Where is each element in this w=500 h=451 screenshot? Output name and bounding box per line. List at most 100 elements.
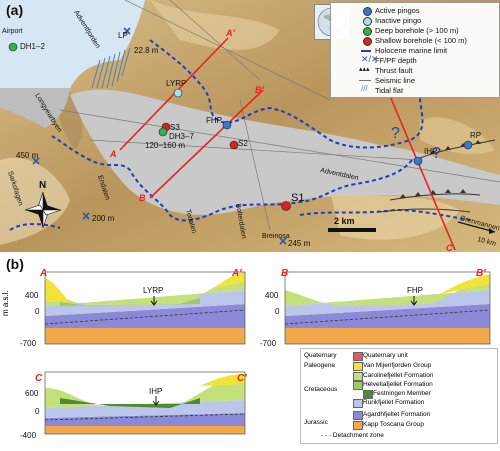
- svg-text:B: B: [281, 268, 288, 279]
- legend-shallow-borehole: Shallow borehole (< 100 m): [363, 36, 467, 46]
- unit-van-mijenfjorden: Van Mijenfjorden Group: [353, 362, 431, 371]
- s1-borehole: [281, 201, 291, 211]
- svg-text:0: 0: [275, 307, 280, 316]
- age-cretaceous: Cretaceous: [304, 386, 338, 393]
- a-kapp-toscana: [45, 328, 245, 344]
- label-profile-c: C: [446, 243, 453, 252]
- valley-floor: [70, 89, 500, 215]
- age-paleogene: Paleogene: [304, 362, 336, 369]
- profile-b-section: [284, 271, 491, 345]
- site-markers: [8, 42, 473, 211]
- svg-text:C′: C′: [237, 373, 247, 384]
- label-profile-b: B: [139, 193, 146, 203]
- label-245: 245 m: [288, 239, 311, 248]
- active-pingo-symbol: [363, 7, 372, 16]
- s2-borehole: [229, 140, 239, 150]
- marine-limit-symbol: [361, 50, 371, 52]
- tidal-flat-hatch: [91, 47, 131, 89]
- scale-label: 2 km: [334, 216, 355, 226]
- thrust-fault-icon: ▴▴▴: [359, 66, 370, 73]
- svg-text:0: 0: [35, 407, 40, 416]
- legend-deep-borehole: Deep borehole (> 100 m): [363, 26, 459, 36]
- tidal-flat-icon: ///: [361, 84, 368, 93]
- profiles-svg: m a.s.l. 400 0 -700 400 0 -700 600 0 -40…: [1, 268, 491, 440]
- svg-text:FHP: FHP: [407, 286, 423, 295]
- dh12-borehole: [8, 42, 18, 52]
- svg-text:-700: -700: [260, 339, 277, 348]
- a-agardhfjellet: [45, 304, 245, 328]
- label-lyrp: LYRP: [166, 79, 186, 88]
- label-dh12: DH1–2: [20, 42, 45, 51]
- label-profile-a: A: [109, 149, 117, 159]
- ff-pf-depth-markers: [32, 27, 287, 245]
- inactive-pingo-symbol: [363, 17, 372, 26]
- holocene-marine-limit: [9, 39, 424, 231]
- profile-tick-labels: 400 0 -700 400 0 -700 600 0 -400: [20, 291, 280, 440]
- profile-line-b: [149, 89, 264, 199]
- question-mark-1: ?: [391, 125, 400, 142]
- label-profile-b-prime: B′: [255, 85, 264, 95]
- label-lp-depth: 22.8 m: [134, 46, 159, 55]
- legend-seismic-line: Seismic line: [359, 76, 415, 85]
- stratigraphy-legend: Quaternary Paleogene Cretaceous Jurassic…: [300, 348, 498, 444]
- question-marks: ? ?: [391, 125, 441, 162]
- detachment-zone: - - - Detachment zone: [321, 432, 384, 439]
- drenmannen-arrowhead: [489, 228, 495, 234]
- drenmannen-arrow: [457, 221, 496, 233]
- svg-text:A′: A′: [231, 268, 242, 279]
- lyrp-pingo: [173, 88, 183, 98]
- legend-ff-pf-depth: ✕/✕ FF/PF depth: [361, 54, 417, 65]
- legend-tidal-flat: /// Tidal flat: [361, 84, 404, 95]
- profile-a-section: [44, 271, 246, 345]
- a-van-mijenfjorden: [45, 272, 245, 302]
- ihp-pingo: [413, 156, 423, 166]
- profile-pingo-labels: LYRP FHP IHP: [143, 286, 423, 396]
- profile-c-section: [44, 371, 246, 435]
- label-rp: RP: [470, 131, 481, 140]
- site-labels: DH1–2 LP 22.8 m LYRP S3 DH3–7 120–160 m …: [16, 31, 481, 248]
- label-s3: S3: [170, 123, 180, 132]
- dh37-borehole: [158, 127, 168, 137]
- profile-end-letters-b: A A′ B B′ C C′: [35, 268, 486, 384]
- legend-active-pingo: Active pingos: [363, 6, 420, 16]
- label-s2: S2: [238, 139, 248, 148]
- svg-text:IHP: IHP: [149, 387, 162, 396]
- label-lp: LP: [118, 31, 128, 40]
- shallow-borehole-symbol: [363, 37, 372, 46]
- legend-inactive-pingo: Inactive pingo: [363, 16, 421, 26]
- longyearbyen-area: [0, 88, 70, 128]
- age-quaternary: Quaternary: [304, 352, 337, 359]
- unit-rurikfjellet: Rurikfjellet Formation: [353, 399, 424, 408]
- label-450: 450 m: [16, 151, 39, 160]
- svg-text:400: 400: [25, 291, 39, 300]
- profile-line-c: [389, 95, 456, 251]
- seismic-lines: [59, 0, 500, 231]
- scale-bar: [328, 228, 376, 232]
- terrain-relief: [0, 0, 495, 245]
- label-fhp: FHP: [206, 116, 222, 125]
- svg-text:-700: -700: [20, 339, 37, 348]
- question-mark-2: ?: [432, 145, 441, 162]
- north-label: N: [39, 180, 46, 191]
- svg-text:600: 600: [25, 389, 39, 398]
- svg-text:0: 0: [35, 307, 40, 316]
- label-breinosa: Breinosa: [262, 233, 290, 240]
- north-arrow: [24, 191, 62, 229]
- unit-festningen: Festningen Member: [363, 390, 431, 399]
- legend-thrust-fault: ▴▴▴ Thrust fault: [359, 66, 413, 75]
- label-dh37: DH3–7: [169, 132, 194, 141]
- label-s1: S1: [291, 192, 304, 204]
- fhp-pingo: [222, 120, 232, 130]
- svg-text:B′: B′: [476, 268, 486, 279]
- adventfjorden-sea: [0, 0, 145, 88]
- legend-marine-limit: Holocene marine limit: [361, 46, 447, 55]
- svg-text:LYRP: LYRP: [143, 286, 163, 295]
- label-120-160: 120–160 m: [145, 141, 185, 150]
- map-legend: Active pingos Inactive pingo Deep boreho…: [330, 2, 500, 98]
- unit-carolinefjellet: Carolinefjellet Formation: [353, 372, 433, 381]
- label-profile-a-prime: A′: [225, 28, 235, 38]
- unit-agardhfjellet: Agardhfjellet Formation: [353, 411, 430, 420]
- svg-text:-400: -400: [20, 431, 37, 440]
- unit-helvetiafjellet: Helvetiafjellet Formation: [353, 381, 433, 390]
- label-10km: 10 km: [476, 236, 496, 248]
